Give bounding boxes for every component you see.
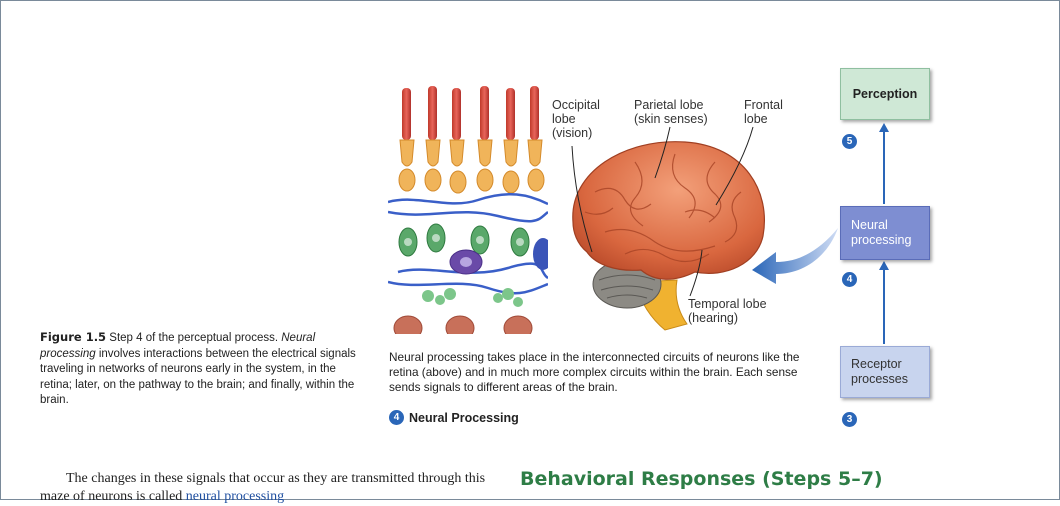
perception-box: Perception xyxy=(840,68,930,120)
figure-label: Figure 1.5 xyxy=(40,330,107,344)
brain-illustration xyxy=(572,141,765,331)
panel-step-badge: 4 xyxy=(389,410,404,425)
panel-title-text: Neural Processing xyxy=(409,410,519,425)
processing-arrow xyxy=(752,228,838,284)
parietal-lobe-label: Parietal lobe (skin senses) xyxy=(634,98,708,126)
figure-caption: Figure 1.5 Step 4 of the perceptual proc… xyxy=(40,330,356,406)
temporal-lobe-label: Temporal lobe (hearing) xyxy=(688,297,767,325)
step-4-badge: 4 xyxy=(842,272,857,287)
body-paragraph: The changes in these signals that occur … xyxy=(40,471,486,504)
step-5-badge: 5 xyxy=(842,134,857,149)
panel-title: 4 Neural Processing xyxy=(389,410,519,425)
caption-term: Neural processing xyxy=(40,332,316,360)
glossary-term-link[interactable]: neural processing xyxy=(185,489,285,504)
occipital-lobe-label: Occipital lobe (vision) xyxy=(552,98,600,140)
frontal-lobe-label: Frontal lobe xyxy=(744,98,783,126)
panel-description: Neural processing takes place in the int… xyxy=(389,350,800,394)
receptor-processes-box: Receptor processes xyxy=(840,346,930,398)
step-3-badge: 3 xyxy=(842,412,857,427)
section-heading: Behavioral Responses (Steps 5–7) xyxy=(520,468,883,490)
retina-illustration xyxy=(388,86,548,334)
neural-processing-box: Neural processing xyxy=(840,206,930,260)
